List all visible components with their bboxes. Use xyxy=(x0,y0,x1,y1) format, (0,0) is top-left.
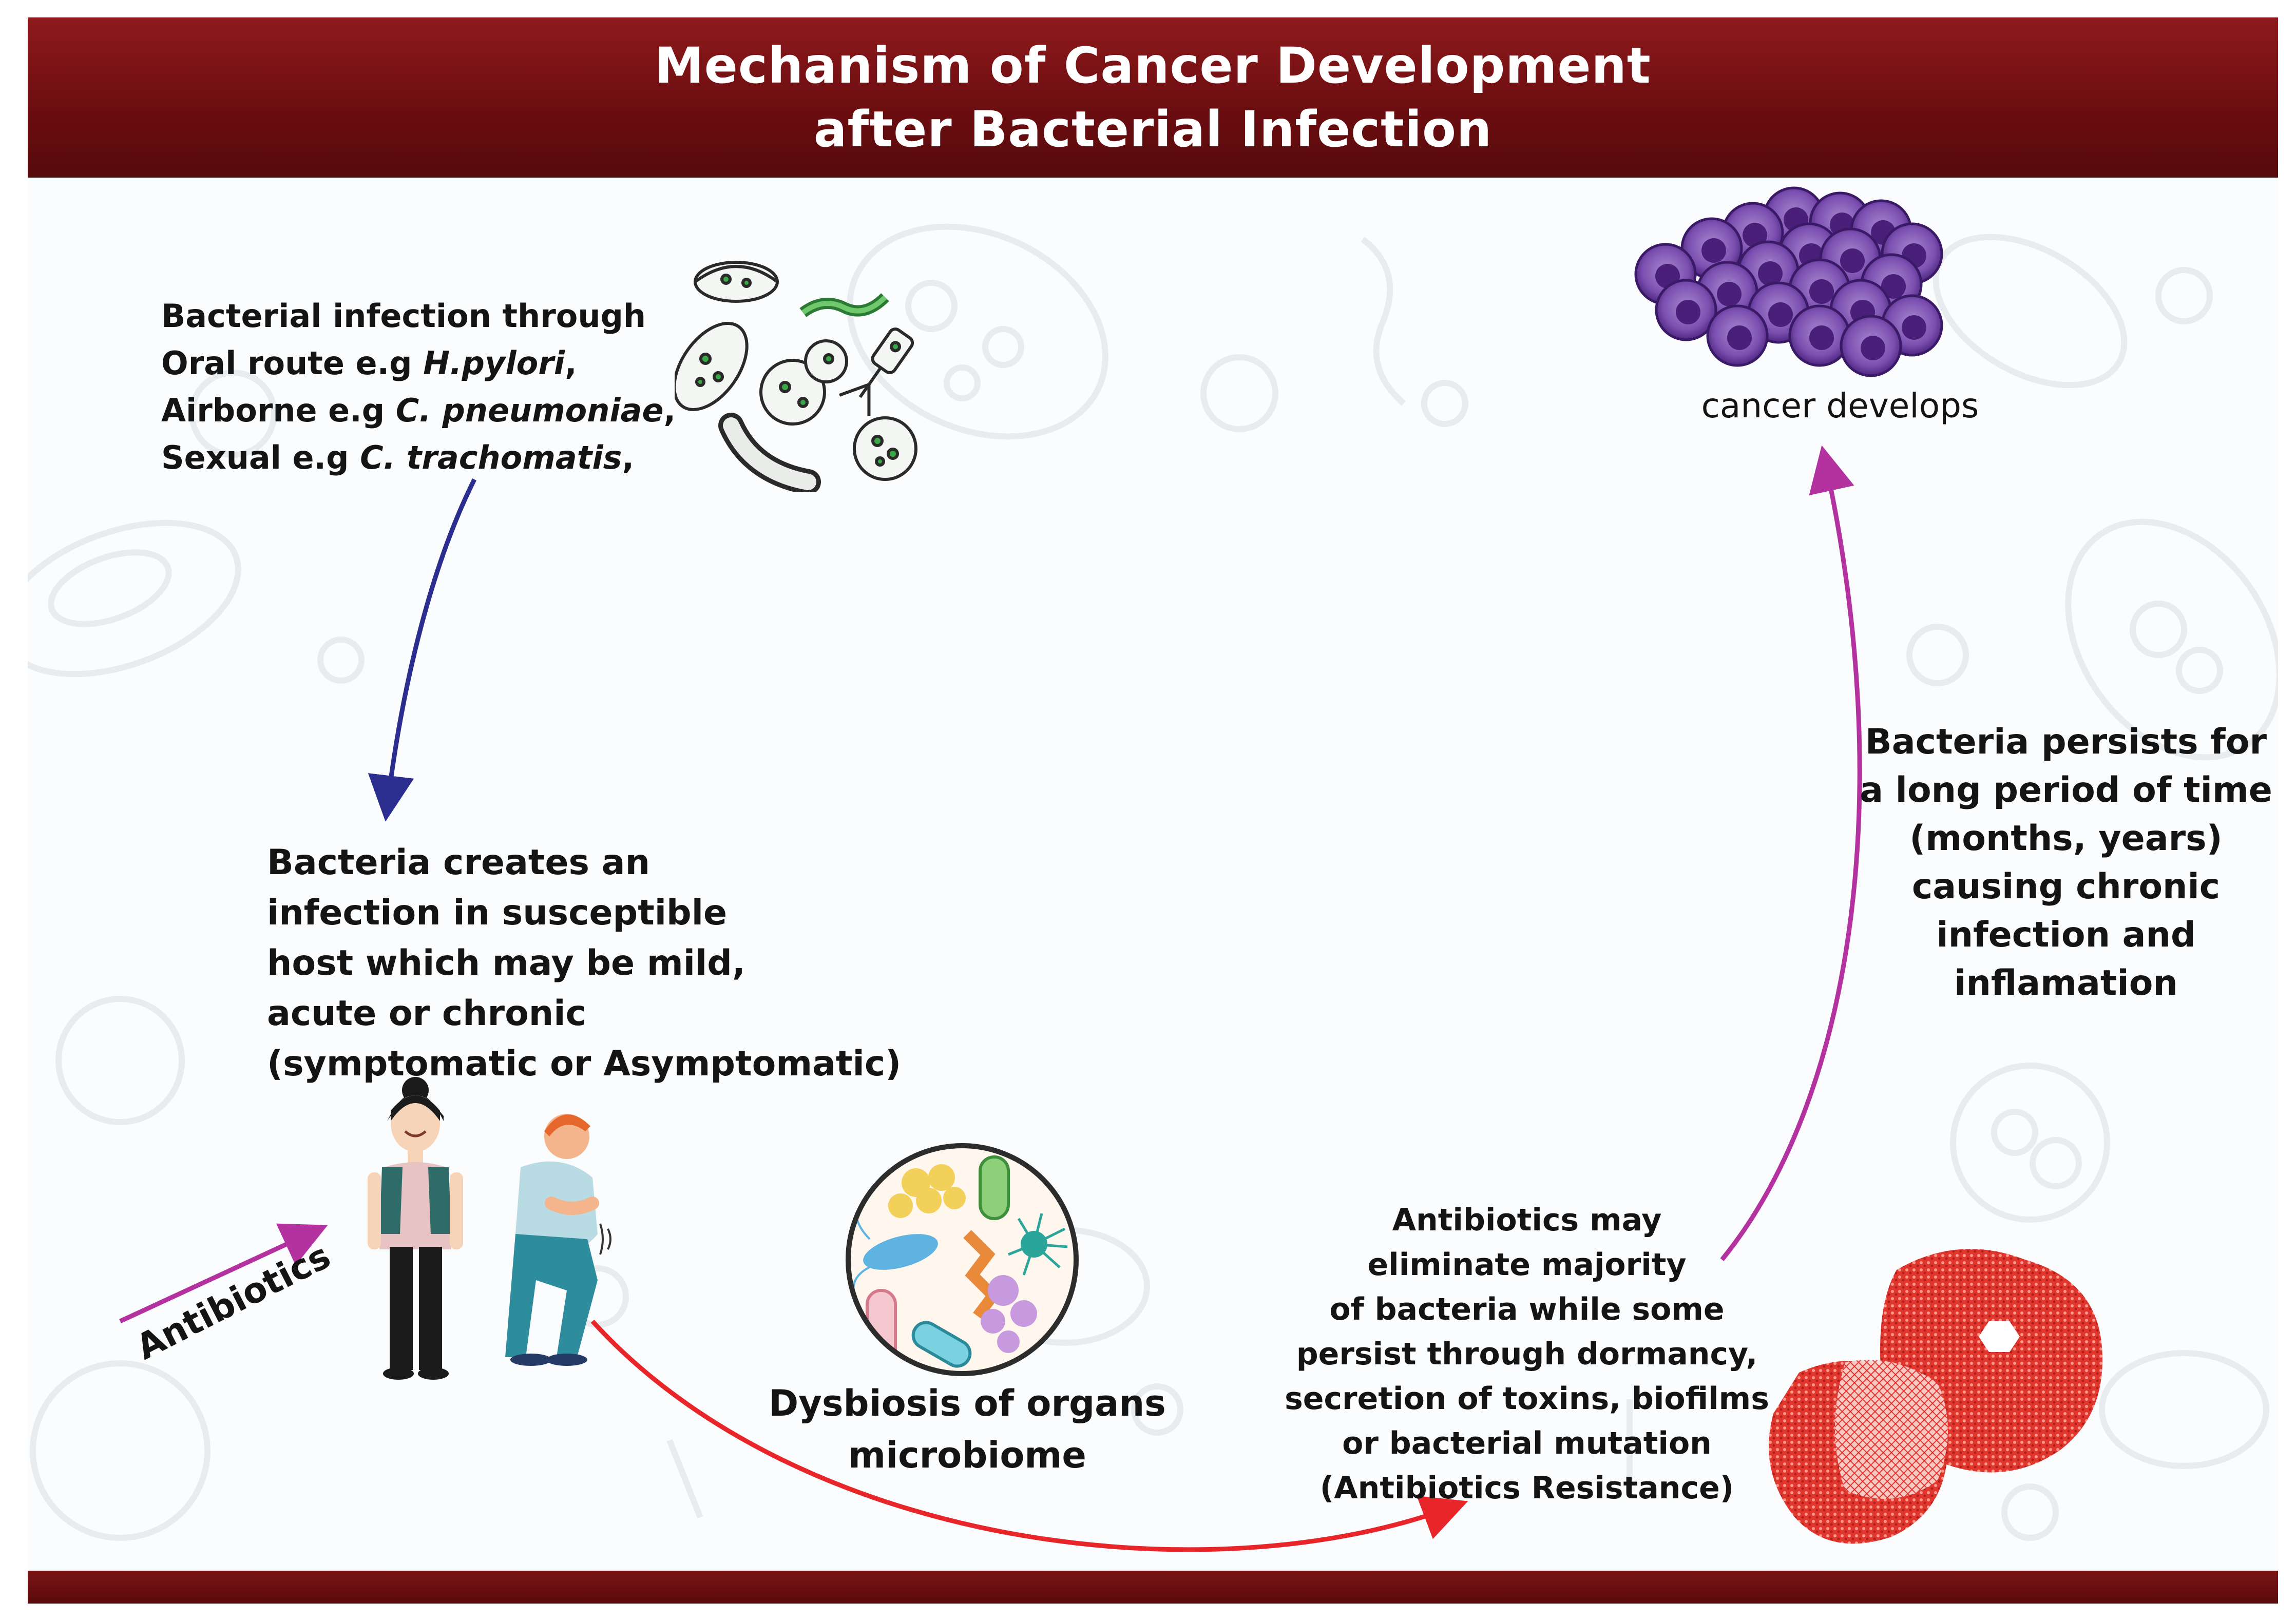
oral-suffix: , xyxy=(565,344,577,382)
dysbiosis-text: Dysbiosis of organs microbiome xyxy=(736,1378,1198,1481)
sick-man-figure-icon xyxy=(505,1114,611,1366)
airborne-suffix: , xyxy=(663,392,676,429)
persistence-line-5: infection and xyxy=(1936,915,2196,955)
background-watermark xyxy=(28,223,2278,1541)
persistence-line-3: (months, years) xyxy=(1909,818,2223,859)
infection-line-1: Bacterial infection through xyxy=(161,297,646,335)
cancer-cell-nucleus xyxy=(1701,238,1726,263)
host-line-5: (symptomatic or Asymptomatic) xyxy=(267,1044,902,1084)
resistance-line-6: or bacterial mutation xyxy=(1342,1425,1712,1461)
sexual-route-label: Sexual e.g xyxy=(161,439,360,476)
antibiotic-resistance-text: Antibiotics may eliminate majority of ba… xyxy=(1270,1198,1784,1511)
title-line-2: after Bacterial Infection xyxy=(813,101,1493,158)
resistance-line-5: secretion of toxins, biofilms xyxy=(1285,1381,1769,1417)
cancer-cell-nucleus xyxy=(1768,302,1793,327)
resistant-bacteria-icon xyxy=(1769,1249,2102,1544)
cancer-cell-nucleus xyxy=(1809,325,1834,350)
microbiome-circle-icon xyxy=(846,1143,1079,1376)
cycle-arrows xyxy=(119,445,1862,1552)
airborne-species: C. pneumoniae xyxy=(395,392,664,429)
footer-bar xyxy=(28,1571,2278,1604)
persistence-line-2: a long period of time xyxy=(1860,770,2272,811)
resistance-line-1: Antibiotics may xyxy=(1392,1202,1662,1238)
woman-figure-icon xyxy=(368,1077,463,1380)
resistance-line-7: (Antibiotics Resistance) xyxy=(1319,1470,1734,1506)
resistance-line-3: of bacteria while some xyxy=(1329,1291,1725,1327)
persistence-line-4: causing chronic xyxy=(1911,866,2221,907)
oral-route-label: Oral route e.g xyxy=(161,344,424,382)
infection-routes-text: Bacterial infection through Oral route e… xyxy=(161,293,676,481)
infection-line-3: Airborne e.g C. pneumoniae, xyxy=(161,387,676,434)
cancer-cell-nucleus xyxy=(1758,261,1783,286)
resistance-line-2: eliminate majority xyxy=(1367,1247,1687,1283)
cancer-cell-nucleus xyxy=(1840,248,1865,273)
oral-species: H.pylori xyxy=(423,344,565,382)
host-infection-text: Bacteria creates an infection in suscept… xyxy=(267,838,901,1089)
arrow-antibiotics xyxy=(119,1223,328,1324)
arrow-host-to-resistance xyxy=(590,1319,1468,1552)
persistence-line-1: Bacteria persists for xyxy=(1865,722,2267,762)
airborne-route-label: Airborne e.g xyxy=(161,392,396,429)
host-line-1: Bacteria creates an xyxy=(267,842,650,883)
cancer-cell-nucleus xyxy=(1727,325,1752,350)
resistance-line-4: persist through dormancy, xyxy=(1296,1336,1758,1372)
sexual-suffix: , xyxy=(622,439,635,476)
cancer-cell-nucleus xyxy=(1743,223,1767,247)
cancer-cell-nucleus xyxy=(1809,279,1834,304)
persistence-text: Bacteria persists for a long period of t… xyxy=(1855,718,2276,1008)
bacteria-cluster-icon xyxy=(675,261,917,492)
infection-line-4: Sexual e.g C. trachomatis, xyxy=(161,434,676,481)
cancer-cell-nucleus xyxy=(1902,315,1926,340)
host-line-4: acute or chronic xyxy=(267,993,586,1034)
dysbiosis-line-1: Dysbiosis of organs xyxy=(769,1382,1166,1424)
cancer-cell-nucleus xyxy=(1861,336,1885,360)
sexual-species: C. trachomatis xyxy=(360,439,622,476)
title-line-1: Mechanism of Cancer Development xyxy=(655,37,1651,94)
diagram-frame: Mechanism of Cancer Development after Ba… xyxy=(28,17,2278,1604)
persistence-line-6: inflamation xyxy=(1954,963,2178,1004)
cancer-cell-nucleus xyxy=(1676,300,1700,324)
dysbiosis-line-2: microbiome xyxy=(848,1434,1086,1476)
cancer-cells-icon xyxy=(1634,186,1943,377)
host-line-3: host which may be mild, xyxy=(267,943,745,983)
cancer-cell-nucleus xyxy=(1717,282,1742,306)
arrow-resistance-to-cancer xyxy=(1720,445,1862,1261)
arrow-infection-to-host xyxy=(368,478,477,822)
host-line-2: infection in susceptible xyxy=(267,893,728,933)
title-bar: Mechanism of Cancer Development after Ba… xyxy=(28,17,2278,178)
infection-line-2: Oral route e.g H.pylori, xyxy=(161,340,676,387)
cancer-develops-label: cancer develops xyxy=(1701,386,1979,426)
cancer-cell-nucleus xyxy=(1881,274,1906,299)
